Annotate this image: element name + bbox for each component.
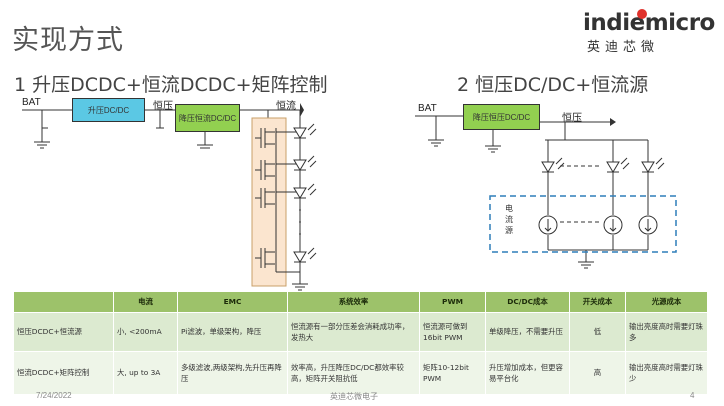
table-cell: 大, up to 3A (113, 351, 178, 395)
table-cell: Pi滤波，单级架构，降压 (177, 312, 288, 352)
boost-voltage-label: 恒压 (153, 101, 173, 112)
table-cell: 输出亮度高时需要灯珠多 (625, 312, 708, 352)
table-cell: 单级降压，不需要升压 (485, 312, 570, 352)
table-cell: 高 (569, 351, 626, 395)
table-cell: 恒压DCDC+恒流源 (13, 312, 114, 352)
footer-page-number: 4 (690, 391, 695, 400)
table-header-cell: 系统效率 (287, 291, 420, 313)
bat-label-left: BAT (22, 97, 41, 108)
company-logo: indiemicro 英迪芯微 (583, 9, 715, 55)
led-icon (606, 161, 620, 173)
boost-dcdc-box: 升压DC/DC (72, 98, 145, 122)
buck-cv-box: 降压恒压DC/DC (463, 104, 540, 130)
table-row: 恒流DCDC+矩阵控制 大, up to 3A 多级滤波,两级架构,先升压再降压… (13, 351, 708, 395)
table-cell: 恒流源有一部分压差会消耗成功率，发热大 (287, 312, 420, 352)
arrow-icon (300, 103, 304, 117)
buck-cv-label: 降压恒压DC/DC (472, 112, 531, 122)
table-cell: 升压增加成本，但更容易平台化 (485, 351, 570, 395)
voltage-label: 恒压 (562, 113, 582, 124)
boost-dcdc-label: 升压DC/DC (87, 105, 130, 115)
table-header-cell: 光源成本 (625, 291, 708, 313)
table-header-cell (13, 291, 114, 313)
table-row: 恒压DCDC+恒流源 小, <200mA Pi滤波，单级架构，降压 恒流源有一部… (13, 312, 708, 352)
table-header-cell: DC/DC成本 (485, 291, 570, 313)
section-title-left: 1 升压DCDC+恒流DCDC+矩阵控制 (14, 74, 328, 96)
table-cell: 效率高，升压降压DC/DC都效率较高，矩阵开关阻抗低 (287, 351, 420, 395)
led-icon (293, 251, 307, 263)
comparison-table: 电流 EMC 系统效率 PWM DC/DC成本 开关成本 光源成本 恒压DCDC… (13, 291, 708, 395)
current-source-label: 电流源 (505, 204, 513, 235)
bat-label-right: BAT (418, 103, 437, 114)
footer-date: 7/24/2022 (36, 391, 72, 400)
led-icon (293, 159, 307, 171)
table-header-cell: 开关成本 (569, 291, 626, 313)
current-label: 恒流 (276, 101, 296, 112)
led-icon (293, 187, 307, 199)
table-header-cell: EMC (177, 291, 288, 313)
buck-cc-box: 降压恒流DC/DC (175, 104, 240, 132)
table-cell: 恒流源可做到16bit PWM (419, 312, 486, 352)
table-cell: 低 (569, 312, 626, 352)
led-icon (641, 161, 655, 173)
led-icon (541, 161, 555, 173)
table-cell: 输出亮度高时需要灯珠少 (625, 351, 708, 395)
logo-cn-name: 英迪芯微 (587, 40, 660, 55)
current-source-dashed-box (489, 195, 677, 253)
table-cell: 小, <200mA (113, 312, 178, 352)
footer-company: 英迪芯微电子 (330, 392, 378, 401)
arrow-icon (610, 118, 616, 126)
buck-cc-label: 降压恒流DC/DC (178, 113, 237, 123)
table-cell: 恒流DCDC+矩阵控制 (13, 351, 114, 395)
table-cell: 矩阵10-12bit PWM (419, 351, 486, 395)
section-title-right: 2 恒压DC/DC+恒流源 (457, 74, 649, 96)
slide-title: 实现方式 (12, 25, 124, 56)
table-header-cell: PWM (419, 291, 486, 313)
table-header-row: 电流 EMC 系统效率 PWM DC/DC成本 开关成本 光源成本 (13, 291, 708, 313)
led-icon (293, 127, 307, 139)
table-header-cell: 电流 (113, 291, 178, 313)
logo-mark-icon (637, 9, 647, 19)
table-cell: 多级滤波,两级架构,先升压再降压 (177, 351, 288, 395)
logo-brand-text: indiemicro (583, 10, 715, 36)
